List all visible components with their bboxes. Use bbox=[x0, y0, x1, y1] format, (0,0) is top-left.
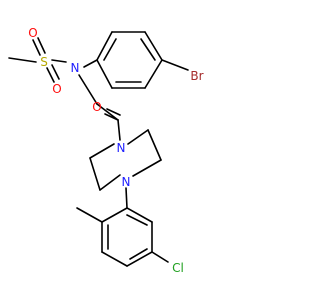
bond-ring1-6 bbox=[96, 59, 113, 89]
atom-labels: S O O N O N N Br Cl bbox=[28, 26, 203, 275]
bond-ring2-methyl bbox=[76, 207, 103, 223]
bond-s-o2-b bbox=[51, 64, 60, 80]
atom-label-n2: N bbox=[117, 141, 126, 155]
bond-ch2-carbonyl bbox=[96, 103, 119, 121]
bond-ring1-1 bbox=[96, 31, 113, 61]
bond-n1-aryl bbox=[83, 59, 98, 68]
bond-s-o2-a bbox=[46, 67, 55, 83]
bond-s-o1-a bbox=[32, 39, 41, 56]
bonds bbox=[8, 31, 189, 267]
atom-label-o3: O bbox=[92, 100, 101, 114]
bond-pip-4 bbox=[99, 174, 121, 191]
bond-ring1-inner-1 bbox=[103, 38, 117, 61]
bond-pip-3 bbox=[132, 159, 162, 177]
bond-ring1-inner-2 bbox=[140, 38, 156, 61]
atom-label-o2: O bbox=[52, 82, 61, 96]
bond-n3-aryl bbox=[125, 187, 128, 209]
bond-ring2-inner-2 bbox=[129, 248, 148, 260]
bond-c-o3-b bbox=[106, 108, 121, 116]
molecule-structure: S O O N O N N Br Cl bbox=[8, 26, 204, 275]
bond-ring2-inner-3 bbox=[126, 214, 148, 226]
bond-ring2-3 bbox=[101, 251, 128, 267]
bond-s-o1-b bbox=[37, 37, 46, 54]
bond-ring1-4 bbox=[144, 59, 163, 89]
bond-pip-1 bbox=[127, 129, 149, 145]
bond-s-n1 bbox=[51, 59, 67, 63]
bond-c-br bbox=[161, 59, 189, 71]
atom-label-s: S bbox=[40, 55, 48, 69]
atom-label-br: Br bbox=[190, 69, 203, 83]
bond-pip-5 bbox=[89, 157, 101, 191]
bond-pip-2 bbox=[147, 129, 162, 161]
atom-label-n1: N bbox=[71, 61, 80, 75]
bond-ring2-6 bbox=[126, 207, 153, 223]
bond-ring1-3 bbox=[144, 31, 163, 61]
bond-n1-ch2 bbox=[78, 74, 98, 105]
atom-label-o1: O bbox=[28, 26, 37, 40]
bond-c-o3-a bbox=[104, 113, 119, 121]
bond-ring2-1 bbox=[101, 207, 128, 223]
atom-label-n3: N bbox=[122, 175, 131, 189]
atom-label-cl: Cl bbox=[172, 261, 184, 275]
bond-c-cl bbox=[151, 251, 169, 263]
bond-pip-6 bbox=[89, 143, 115, 159]
bond-ring2-4 bbox=[126, 251, 153, 267]
bond-methyl-s bbox=[8, 57, 37, 63]
bond-carbonyl-n2 bbox=[117, 119, 121, 141]
